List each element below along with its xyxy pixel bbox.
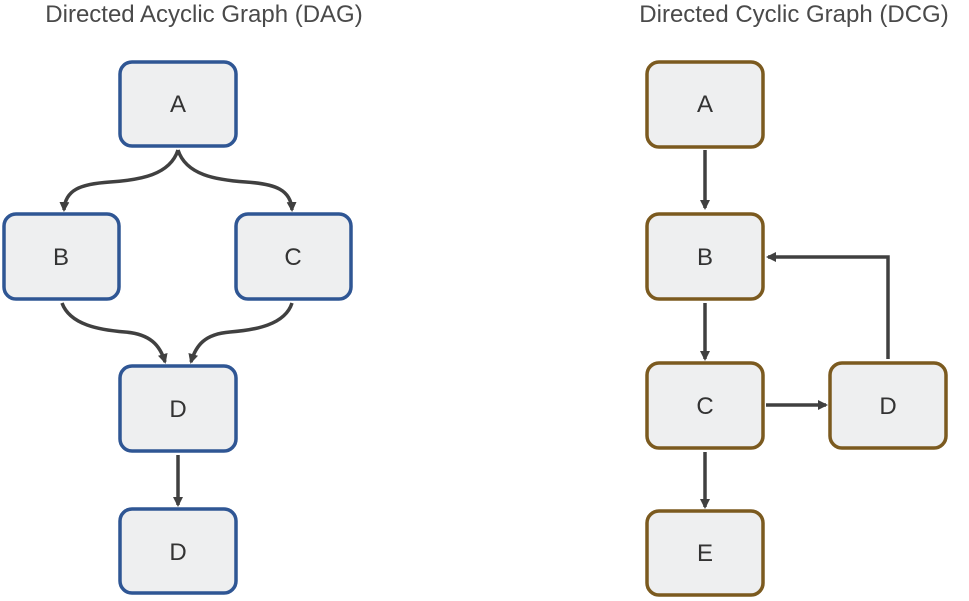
dcg-node-d: D [828,361,948,450]
dag-node-d2-label: D [169,539,186,566]
dag-node-d1: D [118,364,238,453]
dcg-node-b: B [645,212,765,301]
dag-edge-b-d [60,302,168,364]
dag-edge-c-d [188,302,294,364]
dcg-node-e-label: E [697,540,713,567]
dcg-node-c: C [645,361,765,450]
dcg-node-b-label: B [697,244,713,271]
dag-title: Directed Acyclic Graph (DAG) [45,1,362,28]
dcg-title: Directed Cyclic Graph (DCG) [639,1,948,28]
dcg-node-a-label: A [697,91,713,118]
dcg-node-e: E [645,509,765,597]
dcg-node-c-label: C [696,393,713,420]
dag-node-a-label: A [170,91,186,118]
dag-node-b: B [2,212,121,301]
dag-node-d1-label: D [169,396,186,423]
dcg-edges [700,150,890,509]
dag-edges [59,149,297,507]
dcg-node-a: A [645,60,765,149]
dag-node-d2: D [118,507,238,595]
dag-node-b-label: B [53,244,69,271]
dcg-node-d-label: D [879,393,896,420]
dag-node-c: C [234,212,353,301]
dag-edge-a-b [59,149,180,212]
dag-edge-a-c [176,149,297,212]
dcg-edge-d-b [766,252,890,359]
dag-node-c-label: C [284,244,301,271]
dag-node-a: A [118,60,238,148]
